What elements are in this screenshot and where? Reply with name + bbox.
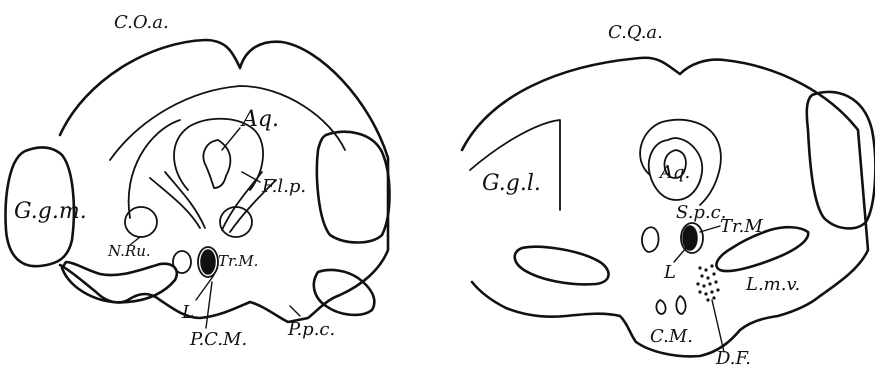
label-right-trm: Tr.M. bbox=[720, 216, 769, 237]
label-right-l: L bbox=[663, 262, 676, 283]
left-right-lateral-body bbox=[317, 132, 390, 243]
label-coa: C.O.a. bbox=[114, 12, 169, 33]
left-aqueduct bbox=[203, 140, 230, 188]
right-left-lobe bbox=[515, 247, 609, 285]
right-small-oval bbox=[642, 227, 659, 252]
label-ggm: G.g.m. bbox=[14, 199, 87, 224]
label-left-l: L bbox=[181, 302, 194, 323]
label-lmv: L.m.v. bbox=[745, 274, 800, 295]
label-cqa: C.Q.a. bbox=[608, 22, 663, 43]
label-flp: F.l.p. bbox=[261, 176, 306, 197]
label-df: D.F. bbox=[715, 348, 751, 369]
left-red-nucleus-right bbox=[220, 207, 252, 237]
label-left-trm: Tr.M. bbox=[218, 252, 258, 270]
left-small-round bbox=[173, 251, 191, 273]
left-peduncle-left bbox=[62, 262, 177, 302]
left-central-arc bbox=[129, 120, 180, 218]
right-cm-mark-1 bbox=[656, 300, 665, 314]
left-section: C.O.a. G.g.m. Aq. F.l.p. N.Ru. Tr.M. L P… bbox=[6, 12, 390, 350]
right-df-leader bbox=[712, 300, 724, 352]
right-cm-mark-2 bbox=[676, 296, 685, 314]
label-nru: N.Ru. bbox=[107, 242, 151, 260]
left-ppc-leader bbox=[290, 306, 300, 316]
label-ggl: G.g.l. bbox=[482, 171, 541, 196]
label-cm: C.M. bbox=[650, 326, 693, 347]
label-left-aq: Aq. bbox=[240, 107, 279, 132]
left-pcm-leader bbox=[206, 282, 212, 328]
left-fibre-2 bbox=[165, 172, 205, 228]
label-spc: S.p.c. bbox=[676, 202, 726, 223]
left-trm-solid bbox=[201, 250, 215, 274]
left-red-nucleus-left bbox=[125, 207, 157, 237]
right-df-dots bbox=[696, 264, 719, 301]
label-right-aq: Aq. bbox=[658, 162, 690, 183]
right-ggl-curve bbox=[470, 120, 560, 210]
label-pcm: P.C.M. bbox=[189, 329, 247, 350]
right-l-leader bbox=[674, 248, 686, 262]
left-aq-leader bbox=[222, 128, 240, 150]
label-ppc: P.p.c. bbox=[287, 319, 335, 340]
right-trm-solid bbox=[683, 226, 697, 250]
right-section: C.Q.a. G.g.l. Aq. S.p.c. Tr.M. L L.m.v. … bbox=[462, 22, 875, 369]
right-trm-leader bbox=[700, 226, 720, 232]
